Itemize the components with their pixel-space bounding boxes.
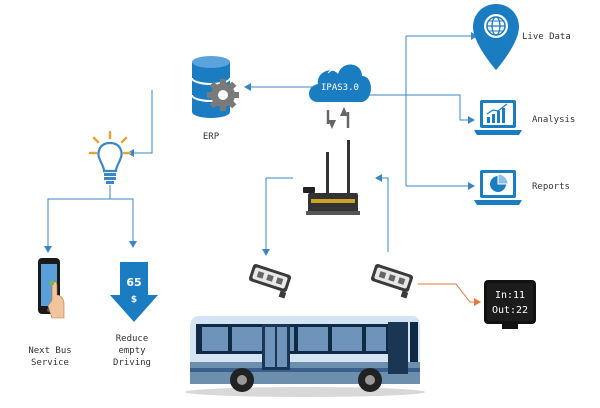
arrow-number: 65	[126, 276, 141, 289]
analysis-label: Analysis	[532, 115, 576, 125]
database-gear-icon	[191, 56, 239, 118]
smartphone-icon	[38, 258, 65, 319]
map-pin-globe-icon	[473, 4, 519, 70]
bulb-to-arrow-line	[110, 198, 137, 248]
display-screen-icon: In:11 Out:22	[484, 280, 536, 329]
arrow-unit: $	[131, 295, 137, 305]
sensor-icon	[370, 264, 414, 299]
reports-label: Reports	[532, 182, 570, 192]
live-data-label: Live Data	[522, 32, 571, 42]
next-bus-label-line2: Service	[31, 358, 69, 368]
erp-label: ERP	[202, 132, 220, 142]
next-bus-label-line1: Next Bus	[28, 346, 72, 356]
display-line2: Out:22	[492, 305, 528, 316]
display-line1: In:11	[495, 290, 525, 301]
cloud-icon	[309, 64, 371, 102]
cloud-router-arrows	[326, 107, 350, 129]
erp-to-bulb-line	[127, 90, 153, 157]
bus-icon	[185, 316, 425, 397]
ipas-label: IPAS3.0	[321, 83, 359, 93]
laptop-pie-icon	[474, 170, 522, 205]
reduce-label-line3: Driving	[113, 358, 151, 368]
connector-lines	[44, 32, 478, 256]
router-to-sensor-line	[262, 177, 293, 256]
down-arrow-icon: 65 $	[110, 262, 158, 322]
router-icon	[303, 140, 360, 215]
laptop-chart-icon	[474, 100, 522, 135]
lightbulb-icon	[88, 130, 132, 184]
trunk-to-analysis-line	[406, 94, 475, 124]
sensor-to-router-line	[375, 174, 389, 252]
reduce-label-line1: Reduce	[115, 334, 149, 344]
sensor-to-display-line	[418, 283, 481, 306]
sensor-icon	[248, 264, 292, 299]
bulb-split-line	[44, 185, 111, 253]
reduce-label-line2: empty	[118, 346, 146, 356]
